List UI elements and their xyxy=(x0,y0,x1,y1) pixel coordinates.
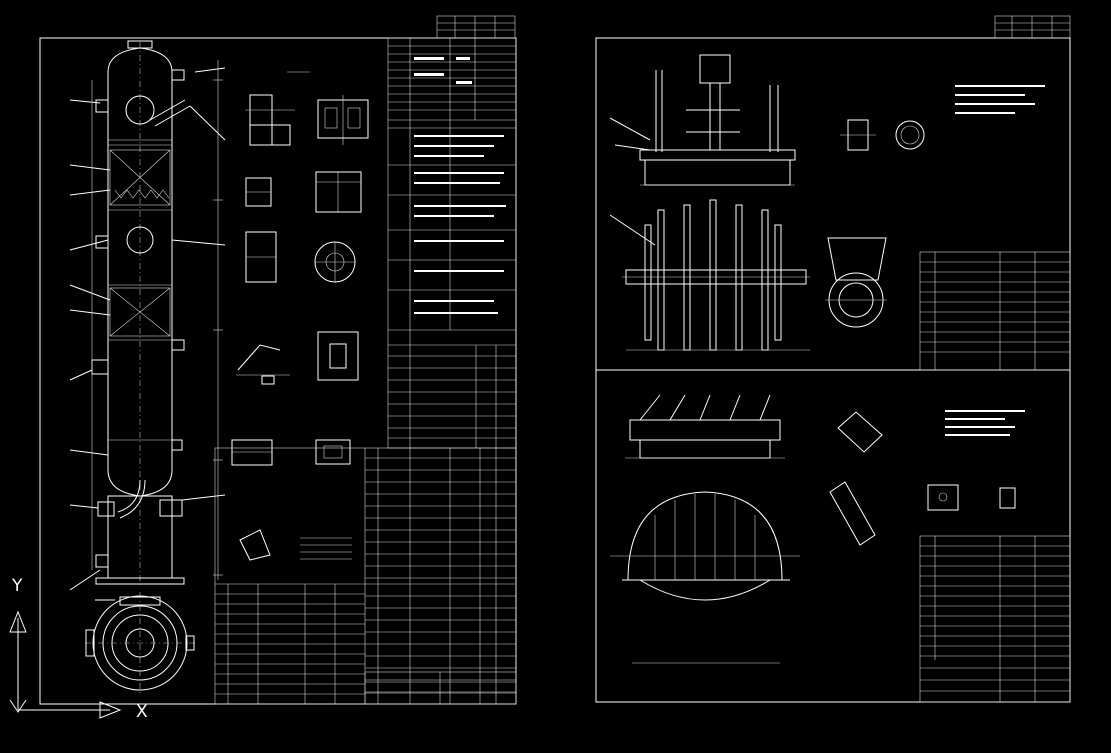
weld-symbol-legend xyxy=(300,537,352,560)
manway-upper xyxy=(125,95,155,125)
support-grid-elevation xyxy=(625,394,785,459)
manway-middle xyxy=(126,226,154,254)
left-revision-block xyxy=(436,15,516,39)
distributor-plan xyxy=(609,199,810,351)
packing-bed-lower xyxy=(109,287,171,337)
support-grid-plan xyxy=(610,491,800,664)
detail-views-right-bottom xyxy=(829,410,1025,546)
title-block-left xyxy=(364,671,517,705)
parts-list-right-lower xyxy=(919,535,1071,703)
detail-views-right-top xyxy=(825,85,1045,328)
technical-data-table xyxy=(387,37,517,449)
parts-list-table xyxy=(214,447,517,705)
parts-list-right-upper xyxy=(919,251,1071,371)
left-sheet xyxy=(39,15,517,705)
column-vessel-elevation xyxy=(69,40,226,591)
right-revision-block xyxy=(994,15,1071,39)
ucs-axis-icon xyxy=(9,610,122,719)
ucs-y-label: Y xyxy=(12,576,23,596)
ucs-x-label: X xyxy=(136,702,148,722)
liquid-distributor-elevation xyxy=(609,54,796,186)
detail-views-left xyxy=(231,71,369,561)
right-sheet xyxy=(595,15,1071,703)
column-plan-view xyxy=(85,592,195,696)
packing-bed-upper xyxy=(109,149,171,206)
